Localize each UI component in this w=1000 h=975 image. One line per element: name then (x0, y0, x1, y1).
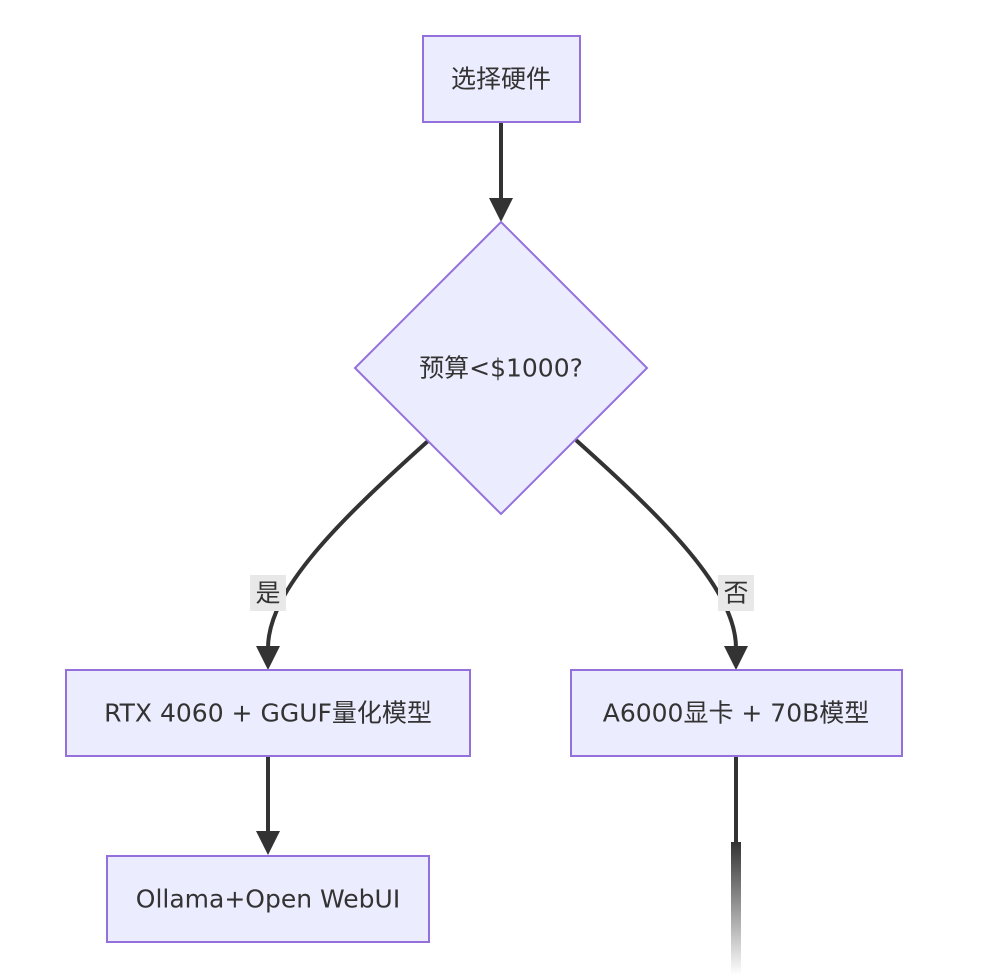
arrowhead-icon (256, 646, 280, 670)
edge-decision-to-a6000 (575, 439, 748, 670)
node-select-hardware-label: 选择硬件 (451, 65, 551, 94)
edge-label-no-text: 否 (723, 579, 748, 608)
node-a6000-option[interactable]: A6000显卡 + 70B模型 (570, 669, 903, 757)
node-budget-decision[interactable]: 预算<$1000? (353, 220, 649, 516)
node-rtx-option-label: RTX 4060 + GGUF量化模型 (104, 699, 432, 728)
edge-a6000-continuation (731, 757, 741, 975)
edge-decision-to-rtx (256, 439, 430, 670)
edge-label-yes-text: 是 (255, 579, 280, 608)
node-budget-decision-label: 预算<$1000? (419, 354, 583, 383)
arrowhead-icon (256, 831, 280, 855)
node-ollama-option[interactable]: Ollama+Open WebUI (106, 855, 430, 943)
edge-label-no: 否 (718, 575, 754, 611)
node-rtx-option[interactable]: RTX 4060 + GGUF量化模型 (65, 669, 471, 757)
edge-label-yes: 是 (250, 575, 286, 611)
node-select-hardware[interactable]: 选择硬件 (422, 35, 581, 123)
node-ollama-option-label: Ollama+Open WebUI (136, 885, 400, 914)
edge-start-to-decision (489, 121, 513, 222)
arrowhead-icon (489, 198, 513, 222)
node-a6000-option-label: A6000显卡 + 70B模型 (603, 699, 870, 728)
edge-rtx-to-ollama (256, 755, 280, 855)
arrowhead-icon (724, 646, 748, 670)
